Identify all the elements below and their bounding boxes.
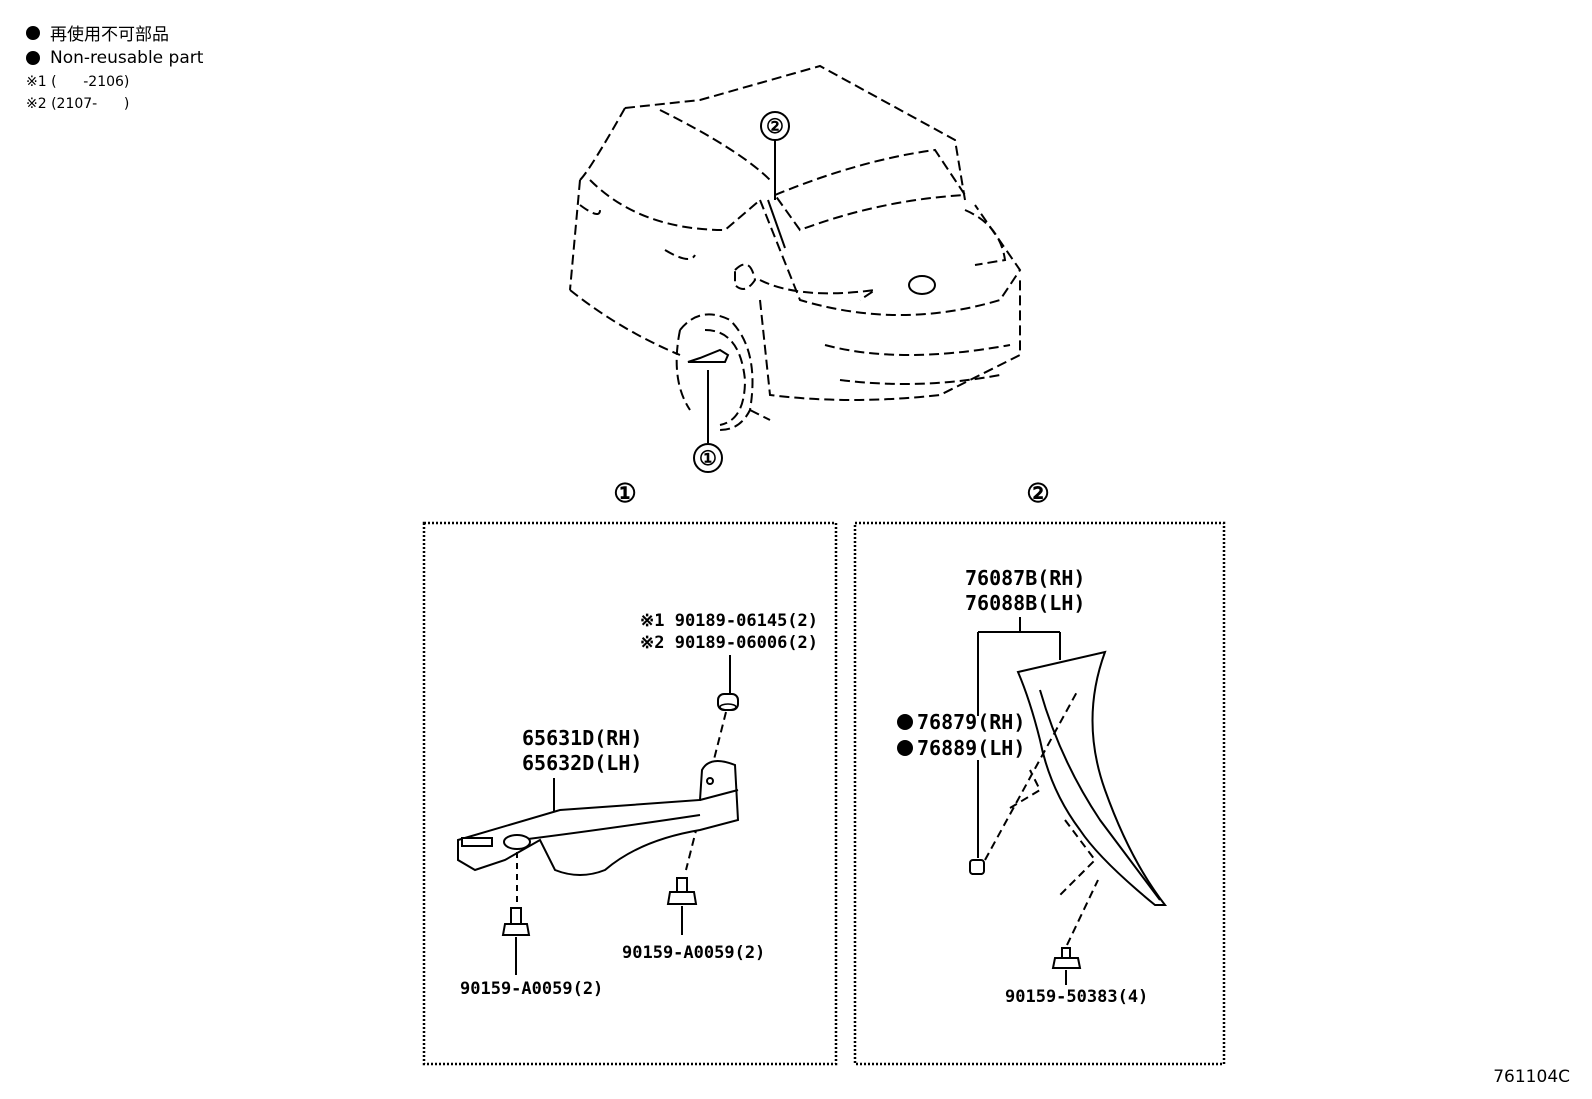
car-outline-icon <box>569 64 1022 431</box>
legend-non-reusable-jp: 再使用不可部品 <box>50 25 169 45</box>
bolt-left-label: 90159-A0059(2) <box>460 979 603 999</box>
legend-row-en: Non-reusable part <box>26 48 203 68</box>
bolt-icon <box>666 877 698 905</box>
bracket-rh-label: 65631D(RH) <box>522 726 642 750</box>
bolt-right-label: 90159-A0059(2) <box>622 943 765 963</box>
legend-note-2: ※2 (2107- ) <box>26 96 130 112</box>
panel1-title: ① <box>613 479 636 509</box>
cap-nut-icon <box>717 693 739 711</box>
legend-row-jp: 再使用不可部品 <box>26 20 203 45</box>
clip-lh-label: 76889(LH) <box>917 736 1025 760</box>
svg-text:①: ① <box>699 446 717 470</box>
bolt-icon <box>501 907 531 936</box>
cap-nut-label-1: ※1 90189-06145(2) <box>640 611 818 631</box>
svg-text:②: ② <box>766 114 784 138</box>
clip-rh-label: 76879(RH) <box>917 710 1025 734</box>
screw-label: 90159-50383(4) <box>1005 987 1148 1007</box>
bullet-dot-icon <box>26 25 40 40</box>
diagram-code: 761104C <box>1493 1067 1570 1087</box>
non-reusable-dot-icon <box>897 740 913 756</box>
callout-1: ① <box>693 443 723 473</box>
panel2-title: ② <box>1026 479 1049 509</box>
callout-2: ② <box>760 111 790 141</box>
legend-non-reusable-en: Non-reusable part <box>50 48 204 68</box>
garnish-rh-label: 76087B(RH) <box>965 566 1085 590</box>
panel1-frame <box>422 521 838 1066</box>
emblem-icon <box>908 275 936 295</box>
bullet-dot-icon <box>26 51 40 65</box>
clip-icon <box>969 859 985 875</box>
garnish-on-car-icon <box>767 199 786 249</box>
legend-note-1: ※1 ( -2106) <box>26 74 130 90</box>
bracket-lh-label: 65632D(LH) <box>522 751 642 775</box>
screw-icon <box>1051 947 1082 969</box>
rear-garnish-icon <box>1016 650 1168 906</box>
mudguard-bracket-icon <box>457 760 740 876</box>
non-reusable-dot-icon <box>897 714 913 730</box>
cap-nut-label-2: ※2 90189-06006(2) <box>640 633 818 653</box>
garnish-lh-label: 76088B(LH) <box>965 591 1085 615</box>
mudguard-bracket-icon <box>687 348 730 363</box>
panel2-frame <box>853 521 1226 1066</box>
legend: 再使用不可部品 Non-reusable part ※1 ( -2106) ※2… <box>26 20 203 115</box>
